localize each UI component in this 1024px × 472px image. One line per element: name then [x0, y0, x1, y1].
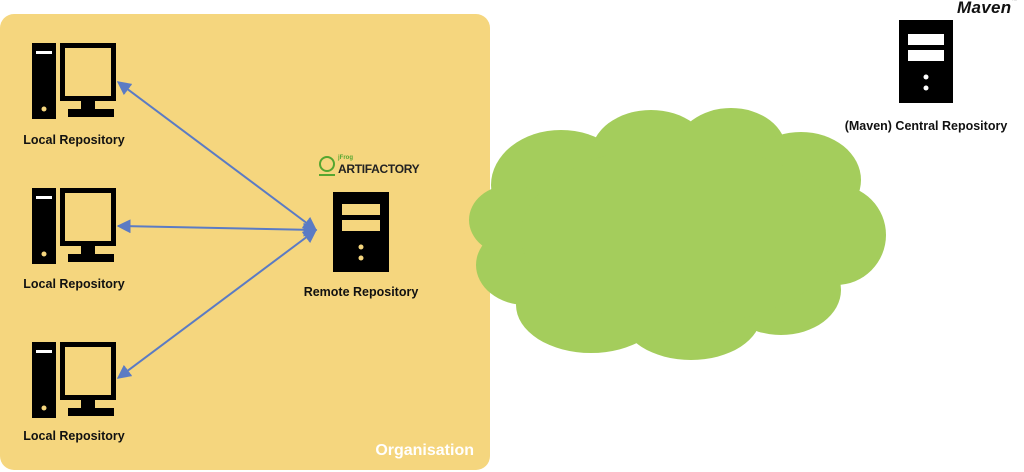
artifactory-product: ARTIFACTORY: [338, 162, 420, 176]
computer-icon: [32, 43, 116, 119]
server-icon: [899, 20, 953, 103]
central-repository-label: (Maven) Central Repository: [844, 119, 1008, 133]
jfrog-brand: jFrog: [338, 155, 353, 161]
organisation-label: Organisation: [375, 442, 474, 459]
arrow-local-2: [116, 219, 318, 237]
frog-icon: [319, 156, 335, 176]
maven-logo: Maven™: [957, 0, 1018, 17]
computer-icon: [32, 188, 116, 264]
server-icon: [333, 192, 389, 272]
arrow-local-3: [116, 229, 318, 379]
cloud-icon: [469, 108, 886, 360]
arrow-local-1: [116, 81, 318, 231]
computer-icon: [32, 342, 116, 418]
remote-repository-label: Remote Repository: [303, 285, 419, 299]
local-repository-label: Local Repository: [23, 133, 125, 147]
local-repository-label: Local Repository: [23, 277, 125, 291]
maven-logo-text: Maven: [957, 0, 1012, 17]
local-repository-label: Local Repository: [23, 429, 125, 443]
